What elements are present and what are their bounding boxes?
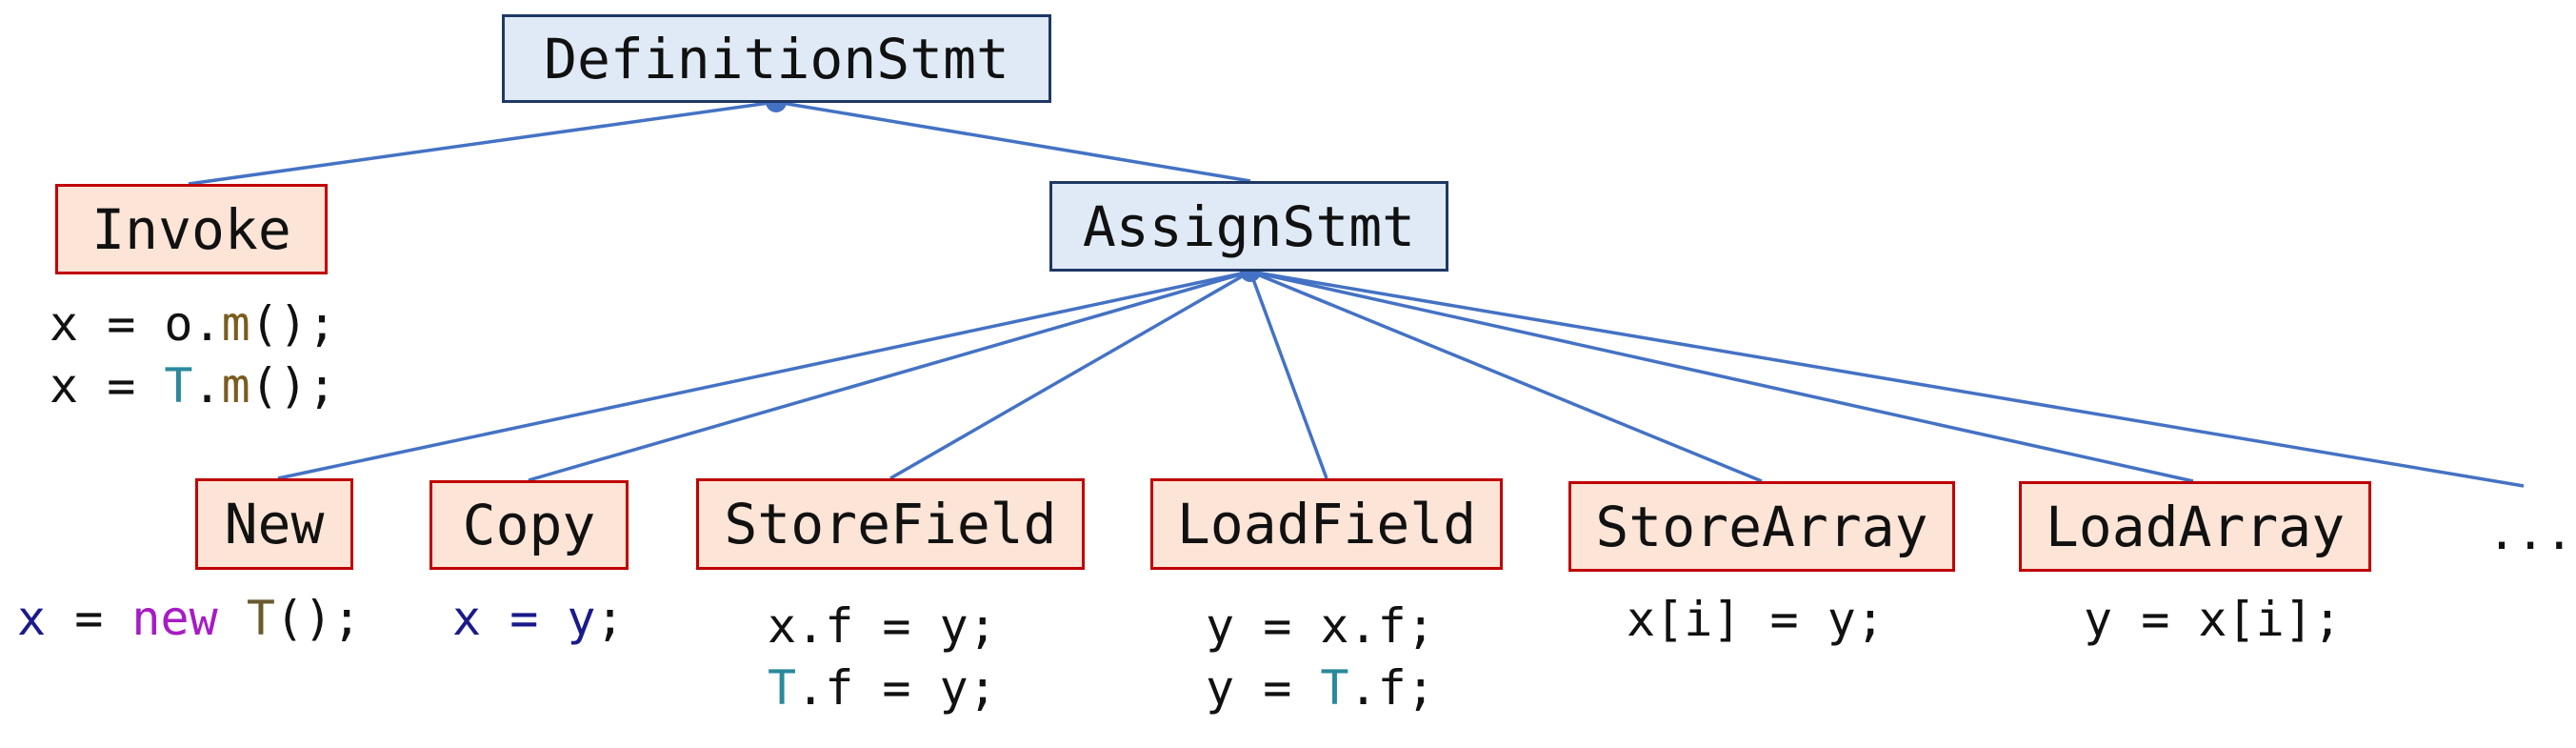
code-line: T.f = y; <box>768 657 997 719</box>
code-line: x.f = y; <box>768 596 997 657</box>
code-token: T <box>768 660 797 716</box>
more-ellipsis: ... <box>2487 505 2574 560</box>
edge-assign-loadfield <box>1248 271 1328 479</box>
code-line: y = x[i]; <box>2084 589 2342 651</box>
code-token: m <box>221 358 250 414</box>
node-copy: Copy <box>429 480 629 570</box>
code-token: x[i] = y; <box>1627 592 1885 647</box>
code-token: (); <box>250 296 337 352</box>
node-invoke: Invoke <box>55 184 328 274</box>
node-load-array: LoadArray <box>2019 481 2371 572</box>
edge-assign-copy <box>528 270 1251 482</box>
code-line: x = T.m(); <box>50 355 336 417</box>
code-token: x = o. <box>50 296 222 352</box>
node-store-field: StoreField <box>696 478 1085 570</box>
code-token: x.f = y; <box>768 598 997 654</box>
code-line: y = T.f; <box>1206 657 1435 719</box>
code-line: x = new T(); <box>17 588 361 650</box>
code-token: T <box>246 591 275 646</box>
code-invoke: x = o.m();x = T.m(); <box>50 293 336 417</box>
node-assign-stmt: AssignStmt <box>1049 181 1448 272</box>
edge-definition-assign <box>775 100 1251 183</box>
code-token: y = x[i]; <box>2084 592 2342 647</box>
code-new: x = new T(); <box>17 588 361 650</box>
code-token <box>218 591 247 646</box>
code-copy: x = y; <box>452 588 625 650</box>
code-token: = <box>46 591 132 646</box>
edge-assign-new <box>277 270 1251 480</box>
code-token: . <box>192 358 222 414</box>
code-token: y = <box>1206 660 1321 716</box>
code-token: T <box>1320 660 1349 716</box>
code-load-field: y = x.f;y = T.f; <box>1206 596 1435 719</box>
code-token: (); <box>250 358 337 414</box>
code-token: T <box>164 358 193 414</box>
node-new: New <box>195 478 353 570</box>
code-token: x = <box>50 358 165 414</box>
code-store-array: x[i] = y; <box>1627 589 1885 651</box>
code-token: (); <box>274 591 362 646</box>
code-store-field: x.f = y;T.f = y; <box>768 596 997 719</box>
code-line: y = x.f; <box>1206 596 1435 657</box>
code-token: x <box>17 591 47 646</box>
node-definition-stmt: DefinitionStmt <box>502 14 1051 103</box>
code-line: x = o.m(); <box>50 293 336 355</box>
code-token: y = x.f; <box>1206 598 1435 654</box>
edge-assign-storefield <box>889 270 1251 480</box>
code-line: x = y; <box>452 588 625 650</box>
code-token: .f; <box>1348 660 1435 716</box>
code-token: ; <box>595 591 625 646</box>
code-token: x = y <box>452 591 596 646</box>
code-load-array: y = x[i]; <box>2084 589 2342 651</box>
edge-assign-loadarray <box>1249 270 2194 483</box>
code-token: new <box>131 591 218 646</box>
node-store-array: StoreArray <box>1568 481 1955 572</box>
edge-assign-more <box>1249 270 2525 488</box>
code-line: x[i] = y; <box>1627 589 1885 651</box>
code-token: .f = y; <box>796 660 997 716</box>
node-load-field: LoadField <box>1150 478 1503 570</box>
code-token: m <box>221 296 250 352</box>
edge-assign-storearray <box>1249 270 1763 483</box>
edge-definition-invoke <box>188 100 777 186</box>
